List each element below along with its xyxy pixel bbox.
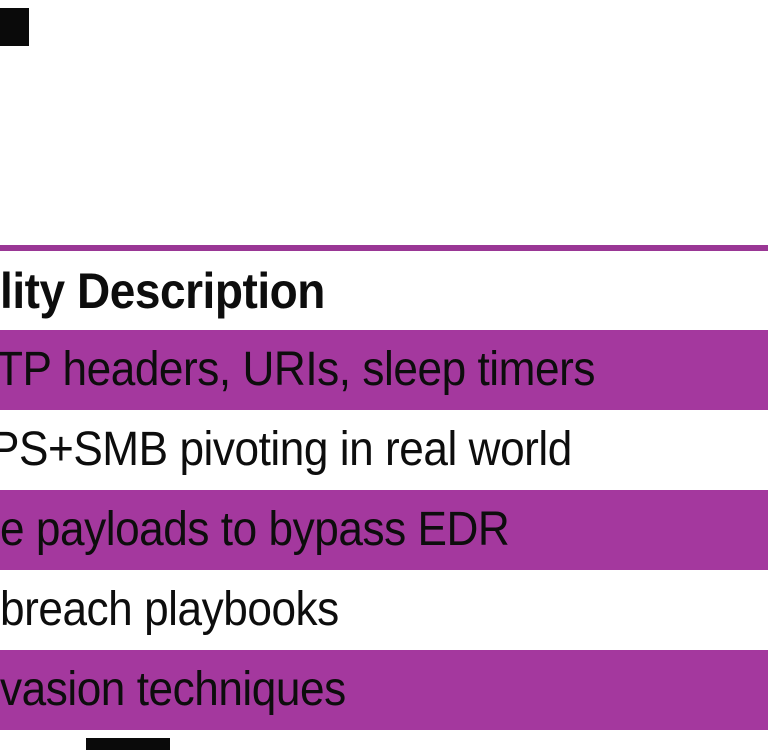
table-header-row: lity Description: [0, 251, 768, 330]
capability-table: lity Description TP headers, URIs, sleep…: [0, 245, 768, 730]
table-header-rule: [0, 245, 768, 251]
description-cell: PS+SMB pivoting in real world: [0, 423, 572, 476]
description-cell: breach playbooks: [0, 583, 339, 636]
table-row: vasion techniques: [0, 650, 768, 730]
description-cell: e payloads to bypass EDR: [0, 503, 510, 556]
table-row: PS+SMB pivoting in real world: [0, 410, 768, 490]
table-row: breach playbooks: [0, 570, 768, 650]
table-row: e payloads to bypass EDR: [0, 490, 768, 570]
description-cell: TP headers, URIs, sleep timers: [0, 343, 595, 396]
clipped-content-fragment-top: [0, 8, 29, 46]
description-cell: vasion techniques: [0, 663, 346, 716]
column-header-description: lity Description: [0, 262, 325, 319]
table-row: TP headers, URIs, sleep timers: [0, 330, 768, 410]
clipped-content-fragment-bottom: [86, 738, 170, 750]
